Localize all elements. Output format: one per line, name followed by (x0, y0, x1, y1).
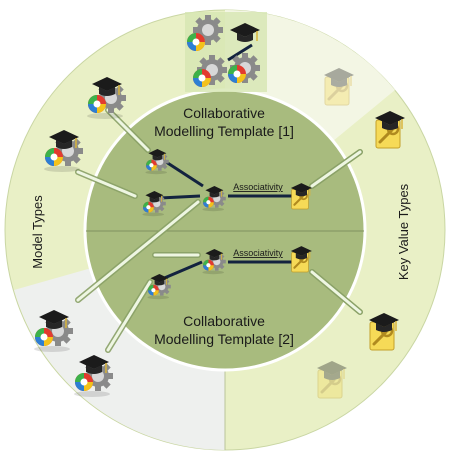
template-2-title-line1: Collaborative (183, 313, 265, 329)
association-label-2: Associativity (233, 248, 283, 258)
key-value-icon (291, 246, 312, 272)
template-1-connectors (159, 158, 292, 200)
key-value-arrows-inner (310, 150, 362, 314)
key-value-icon (291, 183, 312, 209)
key-value-icon (369, 313, 399, 350)
association-label-1: Associativity (233, 182, 283, 192)
key-value-icon (317, 361, 347, 398)
model-type-arrows-inner (76, 108, 200, 352)
template-1-title-line1: Collaborative (183, 105, 265, 121)
template-2-title-line2: Modelling Template [2] (154, 331, 294, 347)
model-types-label: Model Types (30, 195, 45, 269)
key-value-types-label: Key Value Types (396, 183, 411, 280)
key-value-icon (375, 111, 405, 148)
template-2-connectors (161, 260, 292, 281)
template-1-title-line2: Modelling Template [1] (154, 123, 294, 139)
key-value-icon (324, 68, 354, 105)
top-connector (227, 43, 253, 62)
